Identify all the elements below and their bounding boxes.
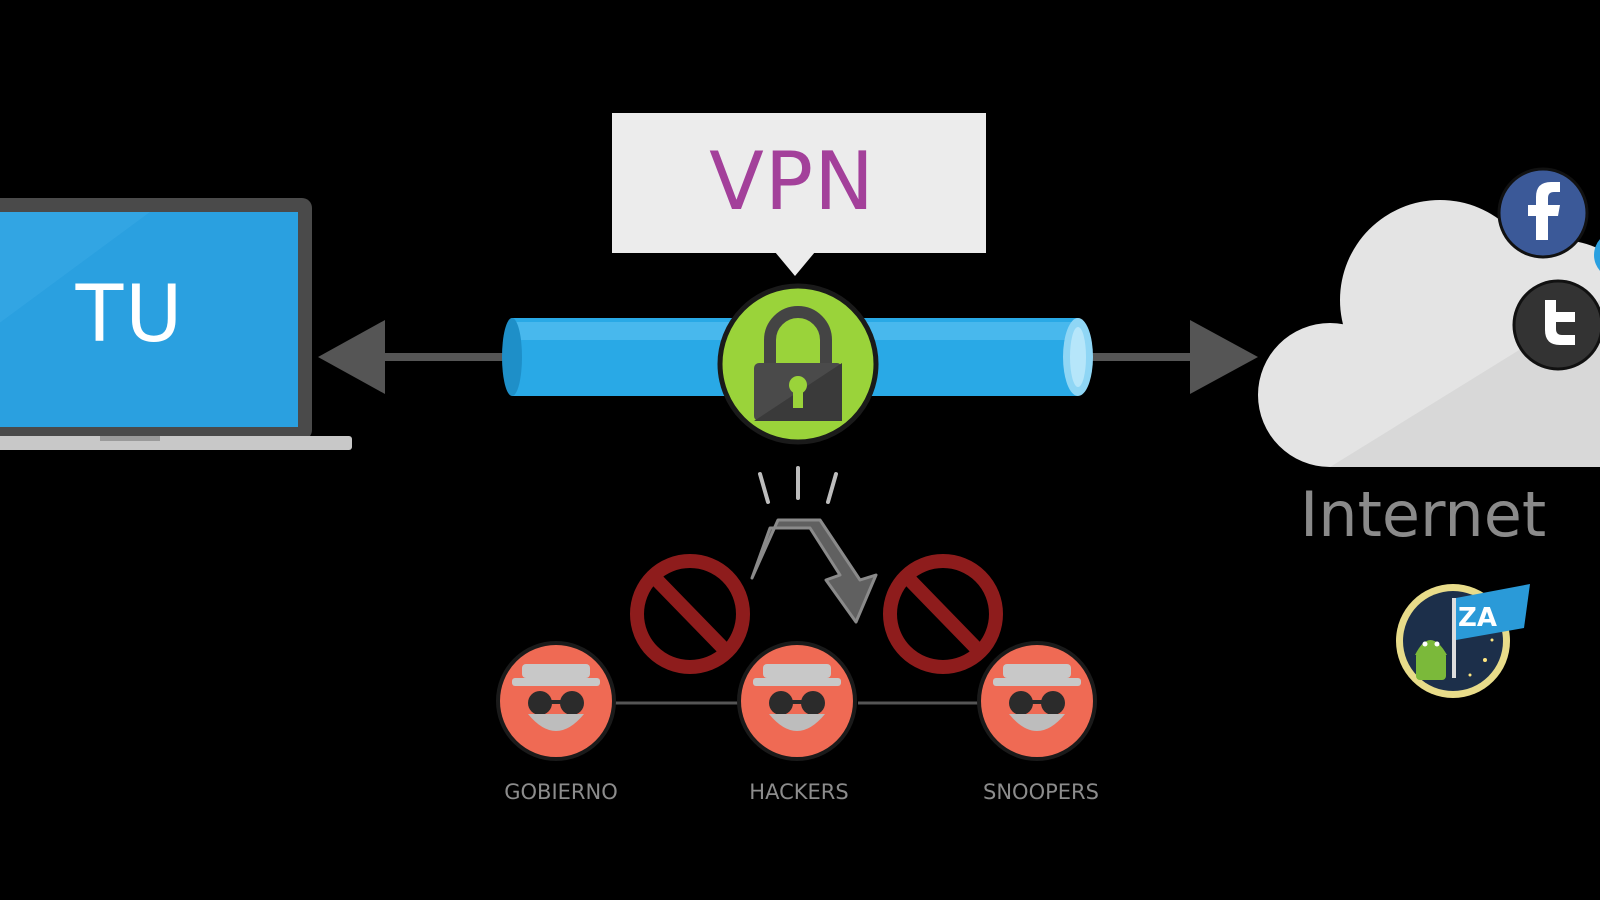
spy-icon bbox=[737, 641, 857, 761]
threat-label-snoopers: SNOOPERS bbox=[983, 780, 1099, 804]
impact-lines bbox=[758, 466, 838, 504]
left-arrow-icon bbox=[318, 320, 515, 394]
logo-badge bbox=[1396, 584, 1530, 698]
badge-text: ZA bbox=[1458, 603, 1497, 633]
deflect-arrow-icon bbox=[750, 518, 878, 624]
vpn-callout bbox=[612, 113, 986, 276]
prohibited-icon bbox=[883, 554, 1003, 674]
prohibited-icon bbox=[630, 554, 750, 674]
lock-icon bbox=[717, 283, 879, 445]
twitter-icon bbox=[1512, 279, 1600, 371]
spy-icon bbox=[496, 641, 616, 761]
social-icon bbox=[1594, 239, 1600, 271]
laptop-icon bbox=[0, 198, 352, 450]
facebook-icon bbox=[1497, 167, 1589, 259]
threat-label-gobierno: GOBIERNO bbox=[504, 780, 618, 804]
threat-label-hackers: HACKERS bbox=[749, 780, 849, 804]
device-label: TU bbox=[75, 270, 185, 360]
internet-label: Internet bbox=[1300, 478, 1547, 551]
spy-icon bbox=[977, 641, 1097, 761]
vpn-label: VPN bbox=[709, 135, 875, 228]
